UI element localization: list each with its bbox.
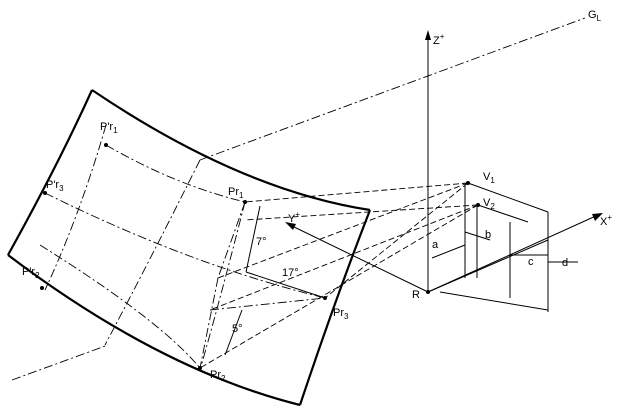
windscreen-left-edge xyxy=(7,89,94,256)
point-r xyxy=(426,290,430,294)
marker-pr1 xyxy=(243,200,247,204)
x-axis-arrow xyxy=(592,213,603,221)
dimension-a-line xyxy=(431,244,466,259)
label-gl: GL xyxy=(588,9,602,23)
marker-ppr2 xyxy=(40,286,44,290)
sight-v2-lower xyxy=(209,204,479,311)
sight-lines xyxy=(199,182,479,369)
sight-v1-mid xyxy=(217,182,469,279)
screen-vertical-grid-right xyxy=(199,201,246,371)
sight-v2-upper xyxy=(244,204,479,221)
angle-5-arrow xyxy=(224,309,243,356)
label-v1: V1 xyxy=(483,171,495,185)
windscreen-bottom-edge xyxy=(7,254,301,407)
text-labels: GL Z+ Y+ X+ R V1 V2 Pr1 Pr3 Pr2 P'r1 P'r… xyxy=(22,9,612,383)
windscreen-right-edge xyxy=(298,209,372,406)
longitudinal-reference-line-lower xyxy=(11,344,109,381)
angle-17-arrow xyxy=(245,271,326,299)
box-top-line-v1 xyxy=(467,182,549,213)
longitudinal-reference-line-gl xyxy=(199,17,586,161)
label-ppr2: P'r2 xyxy=(22,266,40,280)
axes xyxy=(285,30,603,293)
label-r: R xyxy=(412,289,420,301)
angle-dimensions xyxy=(224,205,326,356)
label-pr3: Pr3 xyxy=(333,307,349,321)
label-pr1: Pr1 xyxy=(228,186,244,200)
screen-inner-horizontal-line xyxy=(209,297,326,311)
label-c: c xyxy=(528,256,534,268)
windscreen-surface xyxy=(7,89,372,407)
dimension-b-line xyxy=(464,231,491,241)
label-a: a xyxy=(432,239,439,251)
windscreen-top-edge xyxy=(91,89,371,212)
sight-v1-pr3 xyxy=(324,182,469,299)
label-z-plus: Z+ xyxy=(433,32,445,47)
screen-inner-vertical-line xyxy=(199,277,219,369)
label-angle-17: 17° xyxy=(282,267,299,279)
reference-lines xyxy=(11,17,586,381)
screen-points xyxy=(40,143,327,370)
box-top-line-v2 xyxy=(477,204,529,223)
x-axis xyxy=(427,214,599,293)
marker-pr3 xyxy=(323,296,327,300)
screen-vertical-grid-left xyxy=(44,124,107,291)
label-d: d xyxy=(562,257,568,269)
label-pr2: Pr2 xyxy=(210,369,226,383)
screen-horizontal-grid-top xyxy=(105,144,246,203)
y-axis-arrow xyxy=(285,222,296,230)
label-v2: V2 xyxy=(483,197,495,211)
sight-v1-pr1 xyxy=(244,182,469,203)
marker-ppr3 xyxy=(43,191,47,195)
label-x-plus: X+ xyxy=(600,213,612,228)
screen-inner-diagonal xyxy=(217,201,246,279)
eye-point-box xyxy=(426,181,578,312)
screen-horizontal-grid-mid xyxy=(44,192,326,299)
z-axis-arrow xyxy=(425,30,431,40)
label-angle-5: 5° xyxy=(232,323,243,335)
box-base-line xyxy=(427,239,549,293)
screen-horizontal-grid-bottom xyxy=(39,244,201,369)
label-y-plus: Y+ xyxy=(288,210,300,225)
marker-ppr1 xyxy=(104,143,108,147)
marker-pr2 xyxy=(198,366,202,370)
label-b: b xyxy=(485,229,491,241)
angle-7-arrow xyxy=(245,205,261,273)
box-bottom-front xyxy=(439,291,549,311)
label-angle-7: 7° xyxy=(256,236,267,248)
y-axis xyxy=(289,224,429,293)
label-ppr3: P'r3 xyxy=(46,179,64,193)
screen-vertical-grid-middle xyxy=(104,159,201,346)
label-ppr1: P'r1 xyxy=(100,121,118,135)
